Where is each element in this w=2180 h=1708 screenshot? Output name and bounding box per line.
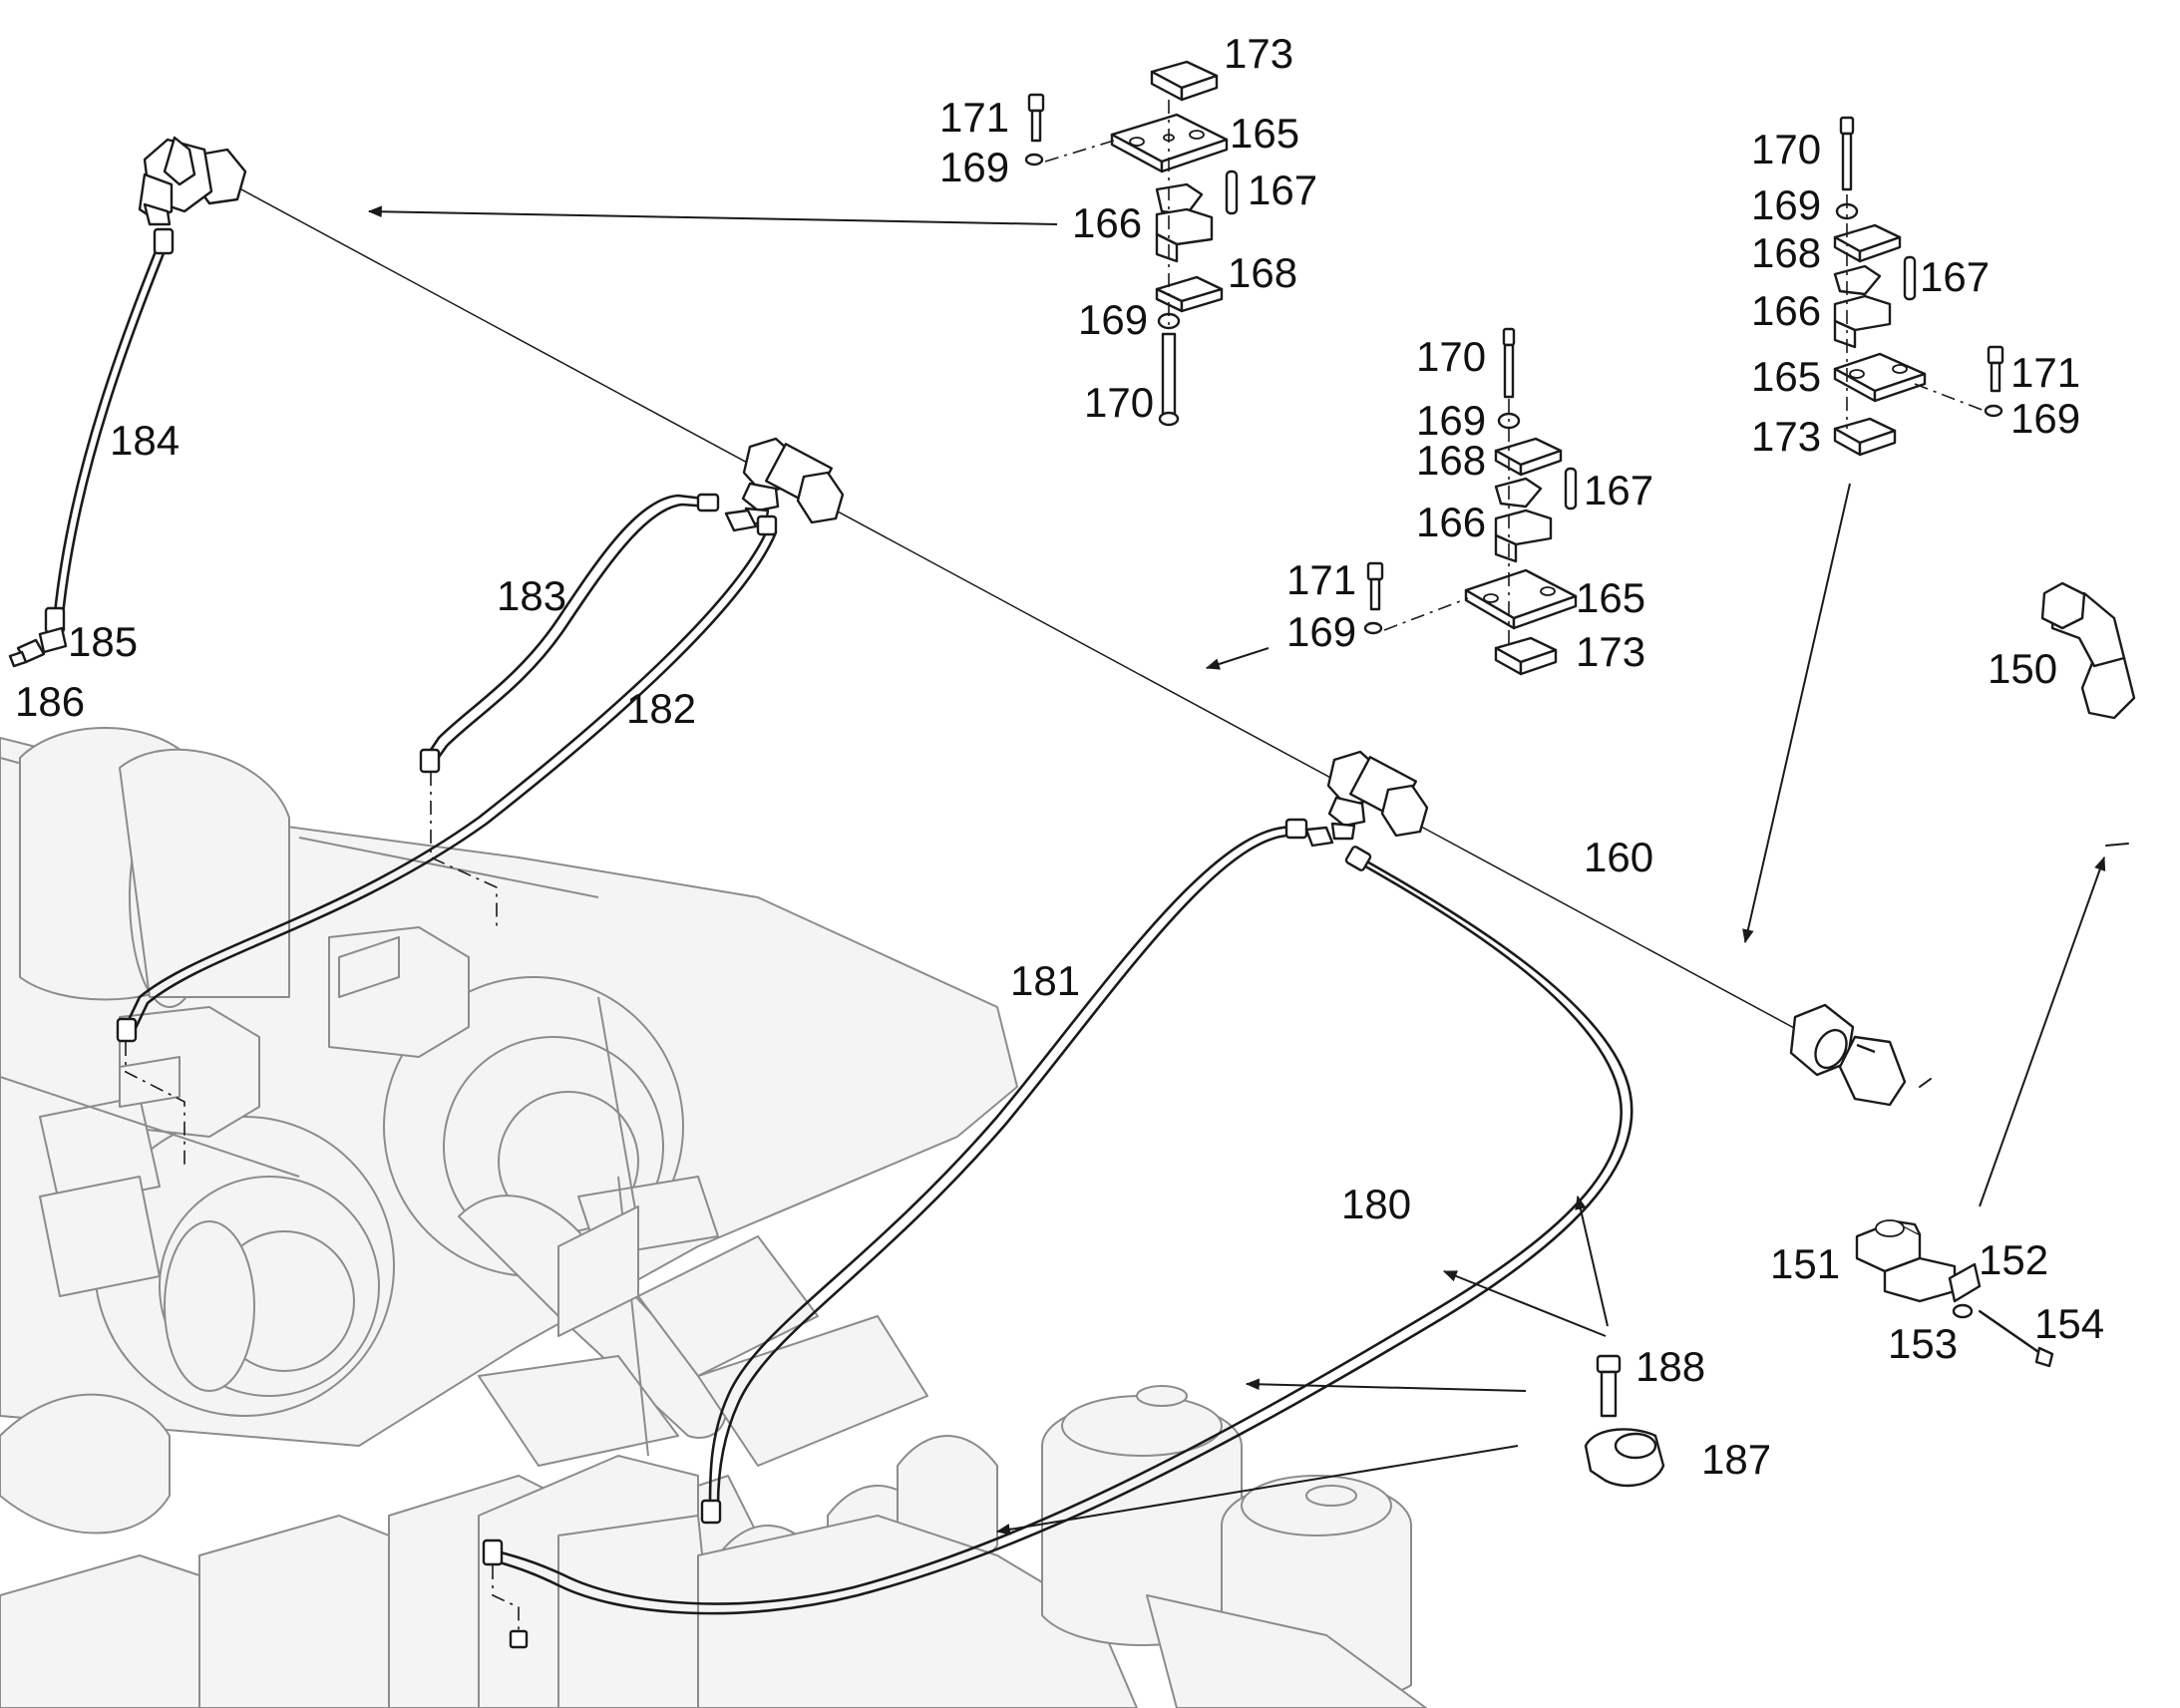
hose-180	[482, 846, 1634, 1649]
callout-150: 150	[1988, 645, 2057, 692]
callout-185: 185	[68, 618, 138, 665]
callout-170-b: 170	[1416, 333, 1486, 380]
clamp-assembly-c	[1833, 116, 2004, 457]
callout-160: 160	[1584, 834, 1653, 880]
callout-165-a: 165	[1230, 110, 1299, 157]
elbow-fitting-left	[138, 136, 213, 226]
callout-182: 182	[626, 685, 696, 732]
callout-170-c: 170	[1751, 126, 1821, 172]
callout-167-b: 167	[1584, 467, 1653, 513]
clamp-151-152	[1855, 1219, 2054, 1368]
hose-184	[8, 227, 175, 668]
callout-153: 153	[1888, 1320, 1958, 1367]
callout-labels: 173 171 165 169 167 166 168 169 170 170 …	[15, 30, 2104, 1483]
hose-183	[419, 493, 720, 927]
hose-182	[116, 509, 778, 1167]
callout-187: 187	[1701, 1436, 1771, 1483]
callout-166-b: 166	[1416, 499, 1486, 545]
clamp-assembly-b	[1363, 327, 1578, 676]
callout-152: 152	[1979, 1236, 2048, 1283]
callout-169-b2: 169	[1286, 608, 1356, 655]
callout-173-a: 173	[1224, 30, 1293, 77]
callout-173-c: 173	[1751, 413, 1821, 460]
callout-171-a: 171	[939, 94, 1009, 141]
callout-188: 188	[1635, 1343, 1705, 1390]
callout-170-a: 170	[1084, 379, 1154, 426]
callout-154: 154	[2034, 1300, 2104, 1347]
callout-181: 181	[1010, 957, 1080, 1004]
callout-173-b: 173	[1576, 628, 1645, 675]
hose-181	[700, 818, 1334, 1525]
callout-166-a: 166	[1072, 199, 1142, 246]
callout-169-a2: 169	[1078, 296, 1148, 343]
callout-171-c: 171	[2010, 349, 2080, 396]
engine-background	[0, 727, 1427, 1708]
callout-180: 180	[1341, 1181, 1411, 1227]
hose-150	[1838, 581, 2163, 1137]
callout-167-c: 167	[1920, 253, 1990, 300]
leader-arrows	[367, 205, 2106, 1536]
tee-fitting-upper	[741, 437, 845, 525]
clamp-assembly-a	[1024, 60, 1239, 427]
callout-167-a: 167	[1248, 167, 1317, 213]
callout-169-c2: 169	[2010, 395, 2080, 442]
callout-169-c1: 169	[1751, 181, 1821, 228]
callout-165-c: 165	[1751, 353, 1821, 400]
callout-151: 151	[1770, 1240, 1840, 1287]
callout-186: 186	[15, 678, 85, 725]
callout-184: 184	[110, 417, 180, 464]
callout-168-c: 168	[1751, 229, 1821, 276]
callout-168-a: 168	[1228, 249, 1297, 296]
callout-168-b: 168	[1416, 437, 1486, 484]
callout-165-b: 165	[1576, 574, 1645, 621]
callout-169-a1: 169	[939, 144, 1009, 190]
callout-169-b1: 169	[1416, 397, 1486, 444]
pipe-160	[191, 148, 1855, 1077]
callout-171-b: 171	[1286, 556, 1356, 603]
callout-183: 183	[497, 572, 566, 619]
tee-fitting-lower	[1326, 750, 1429, 841]
clamp-187-188	[1584, 1354, 1665, 1488]
callout-166-c: 166	[1751, 287, 1821, 334]
